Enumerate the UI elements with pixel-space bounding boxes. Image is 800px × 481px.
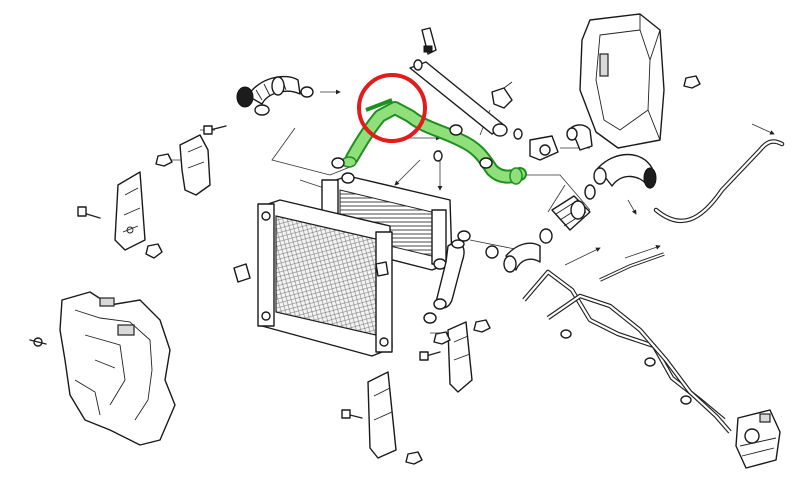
nut [145, 243, 163, 259]
hose-clamp [449, 124, 463, 136]
hose-clamp [423, 312, 437, 324]
curved-hose [503, 242, 541, 273]
upper-bracket [179, 134, 211, 196]
bolt [419, 351, 441, 361]
lower-bracket [367, 371, 397, 459]
upper-pipe [409, 59, 508, 137]
hose-clamp [479, 157, 493, 169]
nut [155, 153, 173, 167]
red-circle [357, 73, 427, 143]
left-bracket [114, 171, 146, 251]
long-pipe [653, 123, 785, 224]
valve [529, 135, 559, 161]
hose-highlighted [341, 98, 527, 185]
clip [513, 128, 523, 140]
intake-hose-upper [236, 75, 314, 116]
elbow-fitting [566, 124, 593, 151]
pipe-assembly [522, 252, 732, 434]
sensor [421, 27, 437, 55]
connector-body [551, 195, 591, 231]
hose-clamp [331, 157, 345, 169]
hose-clamp [457, 230, 471, 242]
lower-hose [433, 239, 465, 310]
radiator [257, 199, 393, 357]
nut [405, 451, 423, 465]
bolt [29, 337, 47, 347]
intake-hose-right [593, 153, 657, 189]
lower-bracket [447, 321, 473, 393]
bolt [341, 409, 363, 419]
pump-valve [735, 409, 781, 469]
front-panel-shroud [59, 291, 176, 446]
hose-clamp [485, 245, 499, 259]
rubber-mount [233, 263, 251, 283]
nut [433, 331, 451, 345]
clip [433, 150, 443, 162]
rubber-mount [375, 261, 389, 277]
hose-clamp [539, 228, 553, 244]
bolt [203, 125, 227, 135]
hose-clamp [584, 184, 596, 200]
bolt [77, 206, 101, 219]
nut [683, 75, 701, 89]
sensor [491, 81, 513, 109]
nut [473, 319, 491, 333]
fan-shroud [579, 13, 665, 149]
